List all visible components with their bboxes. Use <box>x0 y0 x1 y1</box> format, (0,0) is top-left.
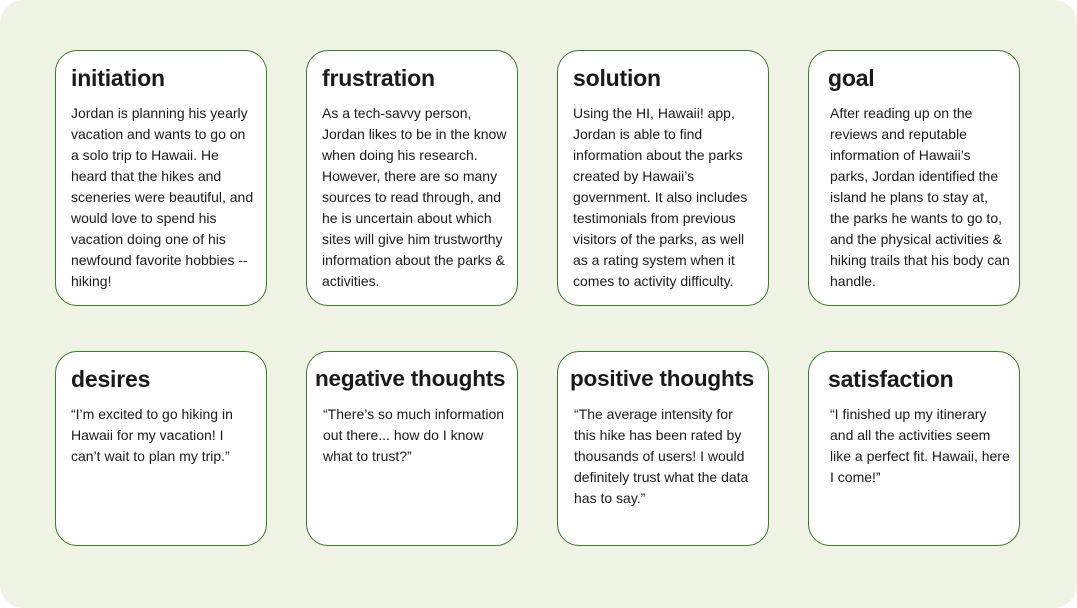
card-initiation: initiation Jordan is planning his yearly… <box>55 50 267 306</box>
card-title: negative thoughts <box>315 366 506 391</box>
card-body: “The average intensity for this hike has… <box>574 406 749 506</box>
card-title: satisfaction <box>828 366 954 392</box>
card-frustration: frustration As a tech-savvy person, Jord… <box>306 50 518 306</box>
card-body: “I finished up my itinerary and all the … <box>830 406 1010 485</box>
card-negative-thoughts: negative thoughts “There’s so much infor… <box>306 351 518 546</box>
card-body: After reading up on the reviews and repu… <box>830 105 1010 289</box>
card-title: desires <box>71 366 151 392</box>
card-body: “There’s so much information out there..… <box>323 406 505 464</box>
card-body: As a tech-savvy person, Jordan likes to … <box>322 105 507 289</box>
card-title: positive thoughts <box>570 366 755 391</box>
card-title: goal <box>828 65 875 91</box>
card-desires: desires “I’m excited to go hiking in Haw… <box>55 351 267 546</box>
card-title: frustration <box>322 65 435 91</box>
card-positive-thoughts: positive thoughts “The average intensity… <box>557 351 769 546</box>
card-goal: goal After reading up on the reviews and… <box>808 50 1020 306</box>
card-satisfaction: satisfaction “I finished up my itinerary… <box>808 351 1020 546</box>
card-body: Using the HI, Hawaii! app, Jordan is abl… <box>573 105 748 289</box>
card-title: solution <box>573 65 661 91</box>
card-body: “I’m excited to go hiking in Hawaii for … <box>71 406 233 464</box>
card-title: initiation <box>71 65 165 91</box>
card-solution: solution Using the HI, Hawaii! app, Jord… <box>557 50 769 306</box>
card-body: Jordan is planning his yearly vacation a… <box>71 105 254 289</box>
